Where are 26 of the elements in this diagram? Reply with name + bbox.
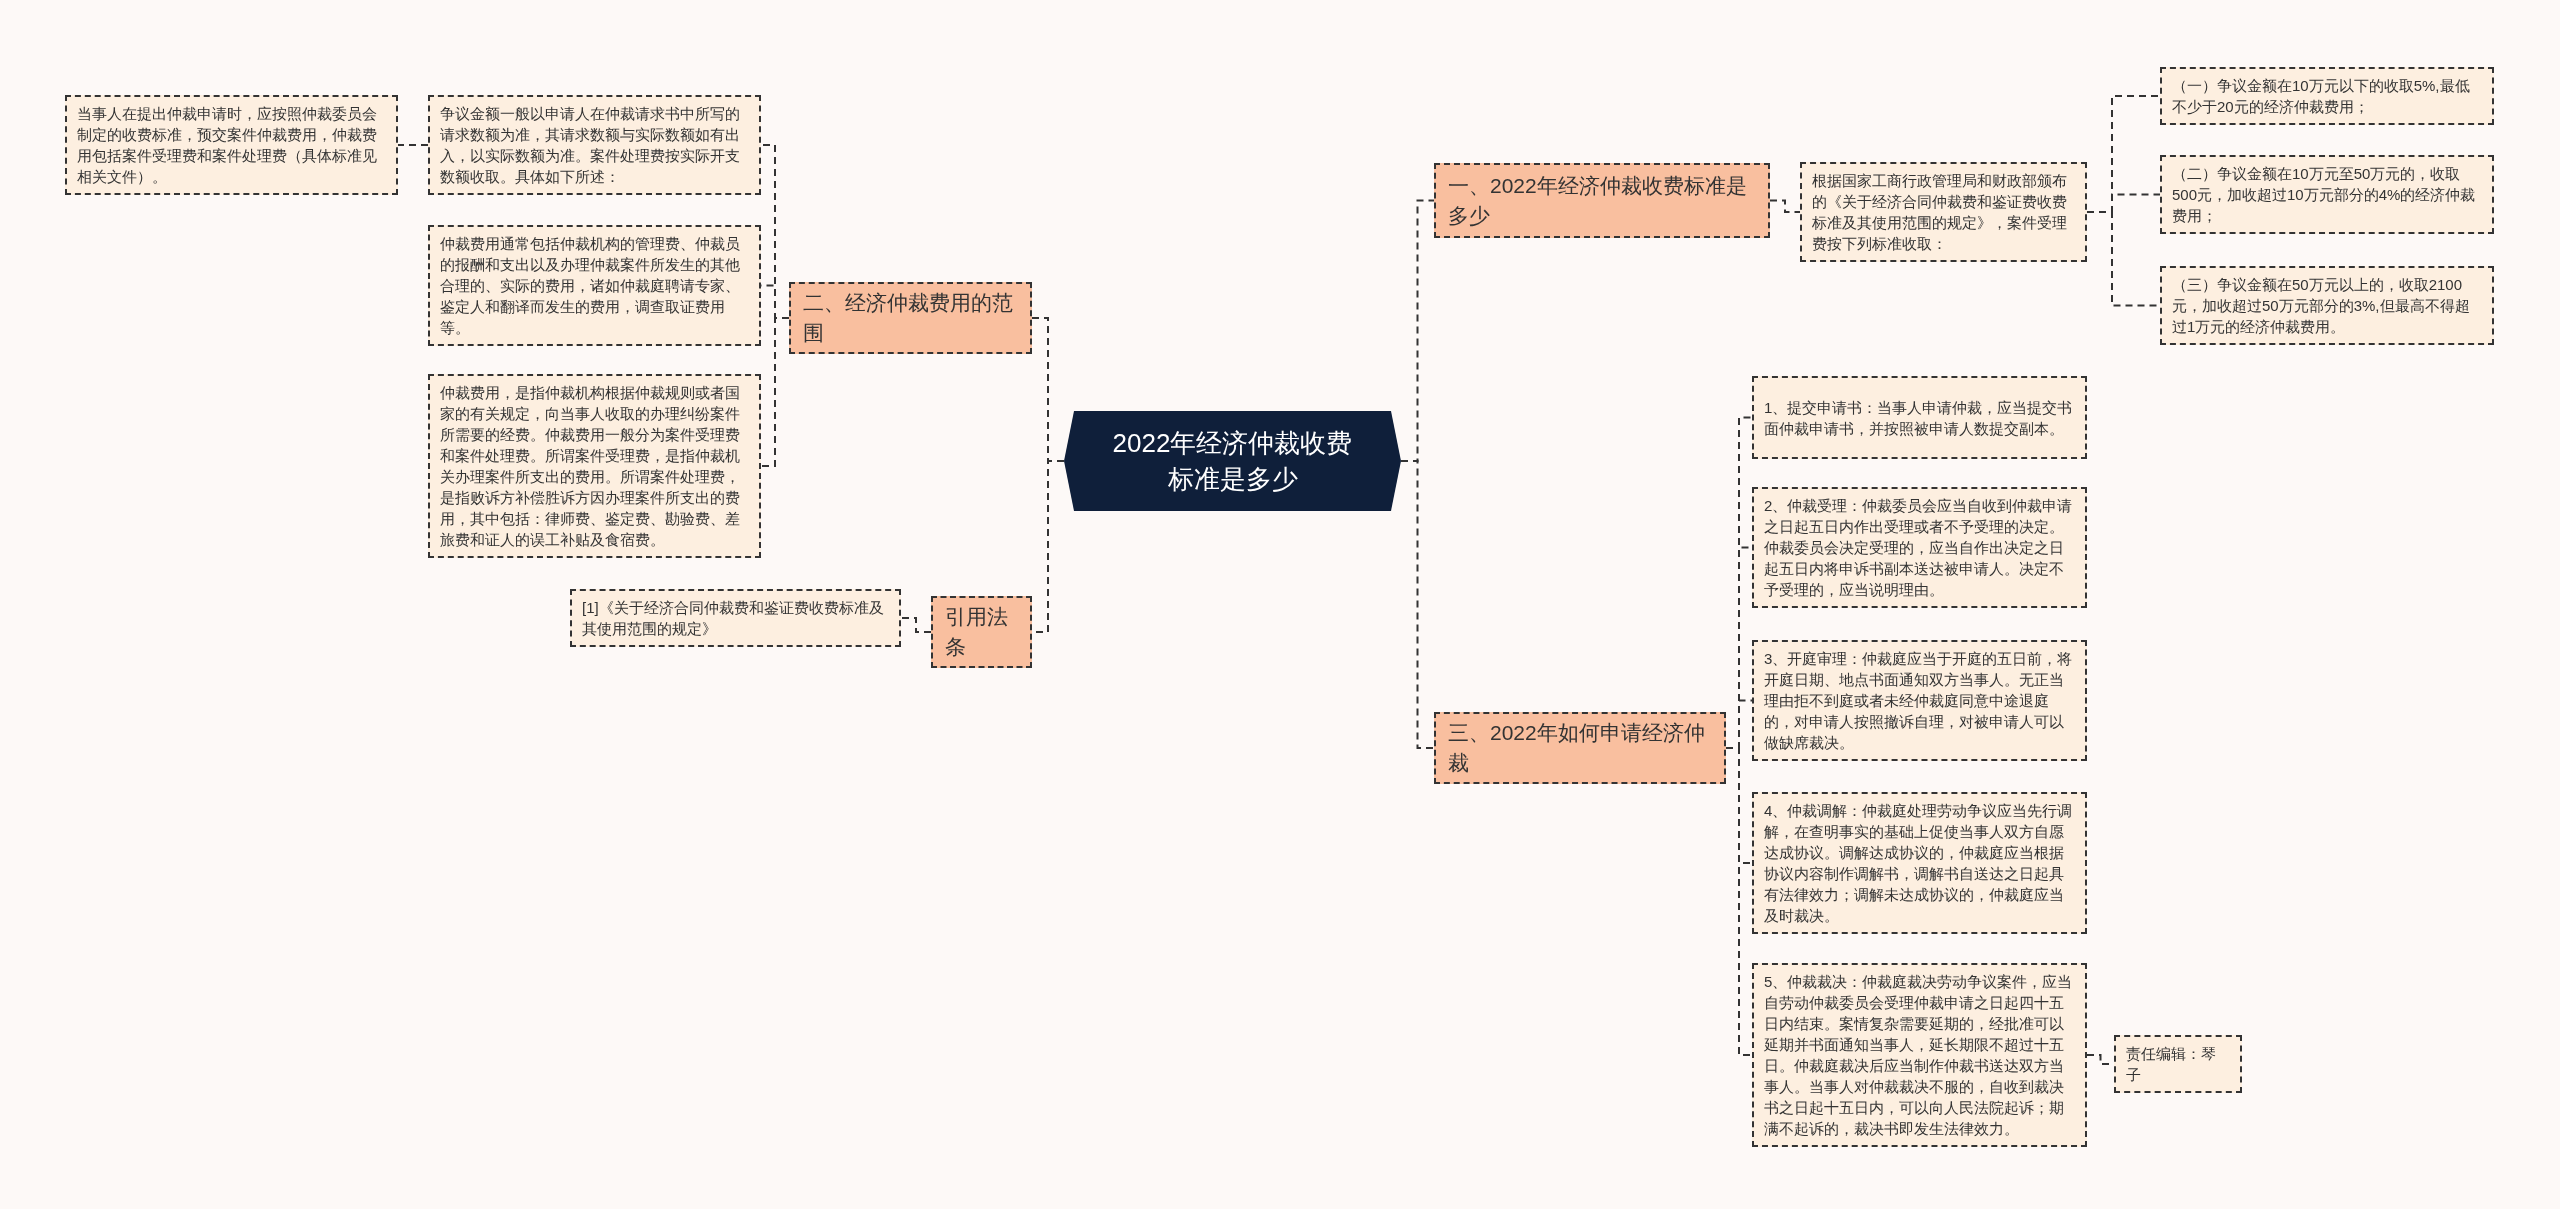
text-box: [1]《关于经济合同仲裁费和鉴证费收费标准及其使用范围的规定》 (570, 589, 901, 647)
text-box: （二）争议金额在10万元至50万元的，收取500元，加收超过10万元部分的4%的经济仲裁费用； (2160, 155, 2494, 234)
text-box: 2、仲裁受理：仲裁委员会应当自收到仲裁申请之日起五日内作出受理或者不予受理的决定。仲裁委员会决定受理的，应当自作出决定之日起五日内将申诉书副本送达被申请人。决定不予受理的，应当说明理由。 (1752, 487, 2087, 608)
topic-hexagon: 2022年经济仲裁收费标准是多少 (1064, 411, 1401, 511)
text-box: 当事人在提出仲裁申请时，应按照仲裁委员会制定的收费标准，预交案件仲裁费用，仲裁费用包括案件受理费和案件处理费（具体标准见相关文件）。 (65, 95, 398, 195)
text-box: （三）争议金额在50万元以上的，收取2100元，加收超过50万元部分的3%,但最高不得超过1万元的经济仲裁费用。 (2160, 266, 2494, 345)
branch-box: 三、2022年如何申请经济仲裁 (1434, 712, 1726, 784)
text-box: 4、仲裁调解：仲裁庭处理劳动争议应当先行调解，在查明事实的基础上促使当事人双方自愿达成协议。调解达成协议的，仲裁庭应当根据协议内容制作调解书，调解书自送达之日起具有法律效力；调解未达成协议的，仲裁庭应当及时裁决。 (1752, 792, 2087, 934)
text-box: （一）争议金额在10万元以下的收取5%,最低不少于20元的经济仲裁费用； (2160, 67, 2494, 125)
text-box: 1、提交申请书：当事人申请仲裁，应当提交书面仲裁申请书，并按照被申请人数提交副本。 (1752, 376, 2087, 459)
branch-box: 引用法条 (931, 596, 1032, 668)
branch-box: 一、2022年经济仲裁收费标准是多少 (1434, 163, 1770, 238)
text-box: 根据国家工商行政管理局和财政部颁布的《关于经济合同仲裁费和鉴证费收费标准及其使用范围的规定》，案件受理费按下列标准收取： (1800, 162, 2087, 262)
connector-line (397, 144, 429, 146)
connector-line (1725, 747, 1753, 1056)
text-box: 责任编辑：琴子 (2114, 1035, 2242, 1093)
connector-line (900, 617, 932, 633)
branch-box: 二、经济仲裁费用的范围 (789, 282, 1032, 354)
connector-line (1400, 460, 1435, 749)
connector-line (760, 317, 790, 467)
connector-line (1769, 199, 1801, 213)
text-box: 争议金额一般以申请人在仲裁请求书中所写的请求数额为准，其请求数额与实际数额如有出入，以实际数额为准。案件处理费按实际开支数额收取。具体如下所述： (428, 95, 761, 195)
text-box: 3、开庭审理：仲裁庭应当于开庭的五日前，将开庭日期、地点书面通知双方当事人。无正当理由拒不到庭或者未经仲裁庭同意中途退庭的，对申请人按照撤诉自理，对被申请人可以做缺席裁决。 (1752, 640, 2087, 761)
text-box: 仲裁费用，是指仲裁机构根据仲裁规则或者国家的有关规定，向当事人收取的办理纠纷案件所需要的经费。仲裁费用一般分为案件受理费和案件处理费。所谓案件受理费，是指仲裁机关办理案件所支出的费用。所谓案件处理费，是指败诉方补偿胜诉方因办理案件所支出的费用，其中包括：律师费、鉴定费、勘验费、差旅费和证人的误工补贴及食宿费。 (428, 374, 761, 558)
text-box: 仲裁费用通常包括仲裁机构的管理费、仲裁员的报酬和支出以及办理仲裁案件所发生的其他合理的、实际的费用，诸如仲裁庭聘请专家、鉴定人和翻译而发生的费用，调查取证费用等。 (428, 225, 761, 346)
text-box: 5、仲裁裁决：仲裁庭裁决劳动争议案件，应当自劳动仲裁委员会受理仲裁申请之日起四十五日内结束。案情复杂需要延期的，经批准可以延期并书面通知当事人，延长期限不超过十五日。仲裁庭裁决后应当制作仲裁书送达双方当事人。当事人对仲裁裁决不服的，自收到裁决书之日起十五日内，可以向人民法院起诉；期满不起诉的，裁决书即发生法律效力。 (1752, 963, 2087, 1147)
